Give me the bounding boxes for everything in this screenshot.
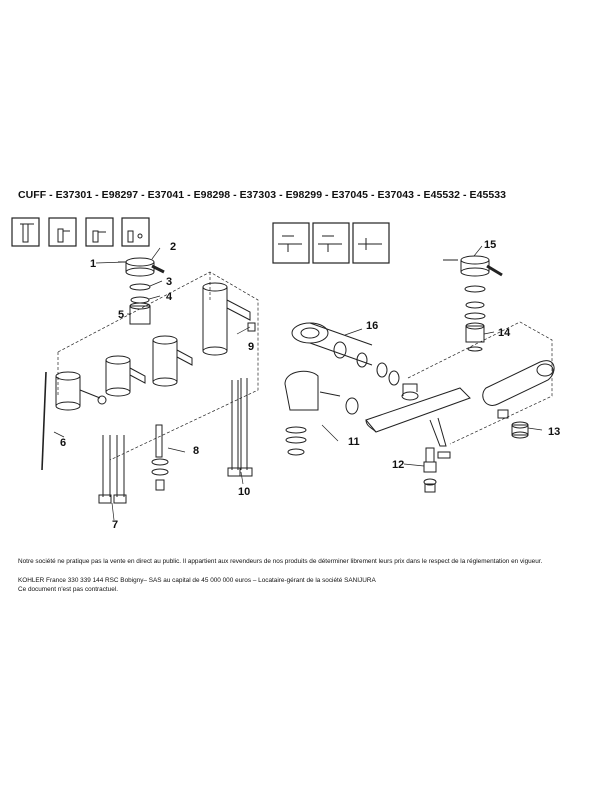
callout-3: 3 — [166, 276, 172, 288]
callout-1: 1 — [90, 258, 96, 270]
part-tall-mixer-body — [202, 282, 251, 356]
thumbnail-basin-mixer-tall — [11, 217, 40, 247]
callout-8: 8 — [193, 445, 199, 457]
part-handle-right — [443, 255, 503, 293]
part-wall-plate — [291, 322, 400, 386]
part-flexible-hoses-tall — [227, 378, 253, 477]
part-flexible-hoses — [98, 435, 127, 504]
part-cartridge-right — [464, 301, 486, 352]
callout-9: 9 — [248, 341, 254, 353]
callout-11: 11 — [348, 436, 360, 448]
exploded-parts-diagram: 1 2 3 4 5 6 7 8 9 10 11 12 13 14 15 16 — [11, 217, 560, 531]
part-cartridge — [129, 302, 151, 325]
callout-6: 6 — [60, 437, 66, 449]
part-mixer-body — [152, 335, 193, 387]
callout-14: 14 — [498, 327, 511, 339]
callout-4: 4 — [166, 291, 173, 303]
callout-12: 12 — [392, 459, 404, 471]
callout-16: 16 — [366, 320, 378, 332]
part-elbow-connector — [284, 370, 359, 456]
thumbnail-basin-mixer-small — [85, 217, 114, 247]
thumbnail-basin-mixer — [48, 217, 77, 247]
part-handle — [125, 257, 165, 277]
thumbnail-bath-shower-mixer-2 — [312, 222, 350, 264]
part-fixing-kit — [151, 424, 169, 491]
part-small-mixer-body — [105, 355, 146, 397]
document-title: CUFF - E37301 - E98297 - E37041 - E98298… — [18, 189, 507, 201]
callout-5: 5 — [118, 309, 124, 321]
part-aerator — [511, 421, 529, 439]
callout-13: 13 — [548, 426, 560, 438]
part-pop-up-rod — [41, 371, 47, 471]
part-bidet-body — [55, 371, 107, 411]
part-aerator-small — [247, 322, 256, 332]
footer-notice: Notre société ne pratique pas la vente e… — [18, 558, 543, 565]
part-bath-mixer-body — [365, 383, 471, 447]
callout-2: 2 — [170, 241, 176, 253]
part-diverter — [423, 447, 451, 493]
callout-7: 7 — [112, 519, 118, 531]
part-nut — [130, 296, 150, 304]
footer-company-info: KOHLER France 330 339 144 RSC Bobigny– S… — [18, 577, 376, 584]
footer-legal: KOHLER France 330 339 144 RSC Bobigny– S… — [18, 577, 588, 594]
callout-15: 15 — [484, 239, 496, 251]
part-cap-ring — [129, 283, 151, 291]
thumbnail-bidet-mixer — [121, 217, 150, 247]
footer-disclaimer: Ce document n'est pas contractuel. — [18, 585, 118, 593]
callout-10: 10 — [238, 486, 250, 498]
thumbnail-shower-mixer — [352, 222, 390, 264]
part-shower-mixer-body — [482, 360, 555, 419]
thumbnail-bath-shower-mixer — [272, 222, 310, 264]
